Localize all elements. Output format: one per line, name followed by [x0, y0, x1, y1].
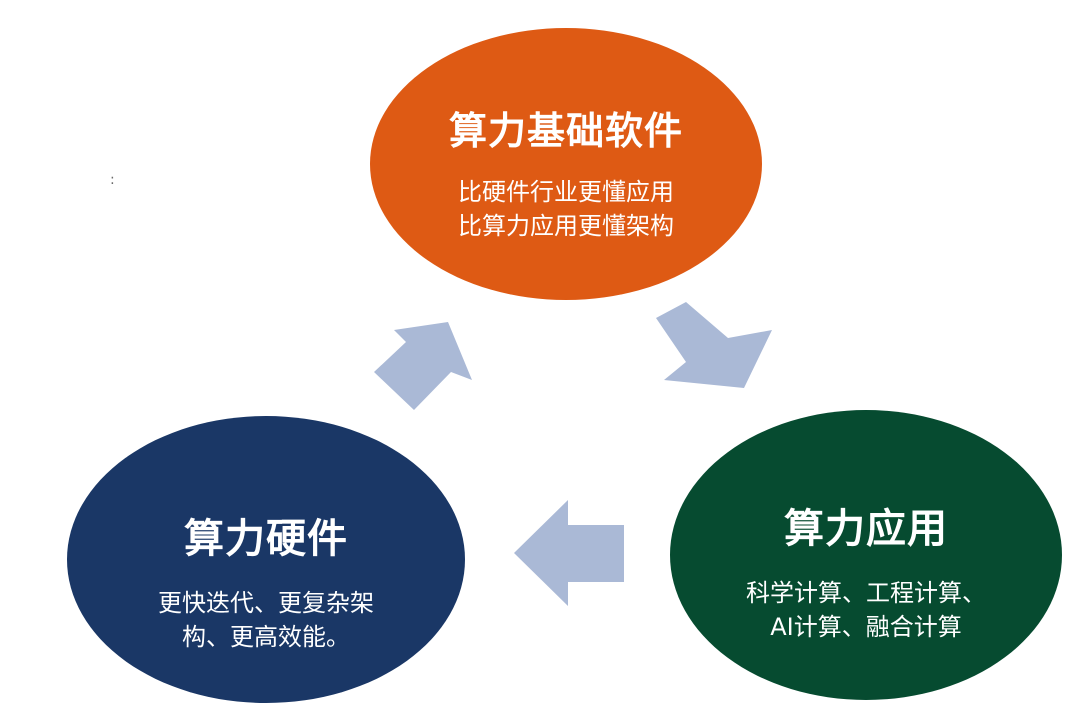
- node-software: 算力基础软件 比硬件行业更懂应用 比算力应用更懂架构: [370, 28, 762, 300]
- node-application-title: 算力应用: [784, 506, 948, 552]
- node-software-line-2: 比算力应用更懂架构: [458, 212, 674, 240]
- node-application-line-1: 科学计算、工程计算、: [746, 579, 986, 607]
- node-hardware-line-1: 更快迭代、更复杂架: [158, 589, 374, 617]
- arrow-hardware-to-software: [374, 322, 472, 410]
- arrow-software-to-application: [656, 302, 772, 388]
- node-hardware-title: 算力硬件: [184, 516, 348, 562]
- node-application-line-2: AI计算、融合计算: [770, 613, 962, 641]
- stray-mark: :: [110, 172, 115, 188]
- node-software-line-1: 比硬件行业更懂应用: [458, 178, 674, 206]
- node-application: 算力应用 科学计算、工程计算、 AI计算、融合计算: [670, 410, 1062, 700]
- node-hardware: 算力硬件 更快迭代、更复杂架 构、更高效能。: [67, 416, 465, 703]
- node-hardware-line-2: 构、更高效能。: [182, 623, 350, 651]
- node-software-title: 算力基础软件: [448, 109, 683, 153]
- arrow-application-to-hardware: [514, 500, 624, 606]
